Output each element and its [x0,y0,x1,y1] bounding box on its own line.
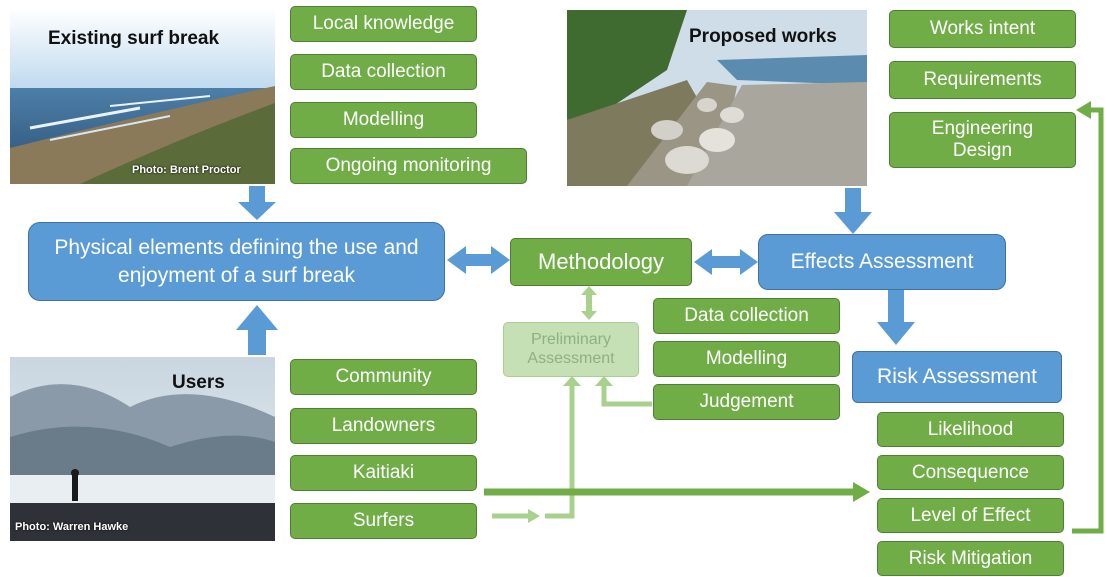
arrow-down-icon [877,290,915,345]
user-surfers: Surfers [290,503,477,539]
pale-double-arrow-icon [581,286,597,320]
photo-title: Existing surf break [48,28,220,49]
method-modelling: Modelling [653,341,840,377]
photo-title: Proposed works [689,26,837,47]
method-data-collection: Data collection [653,298,840,334]
arrow-up-icon [236,305,278,355]
arrow-down-icon [834,188,872,234]
input-modelling: Modelling [290,102,477,138]
requirements-box: Requirements [889,61,1076,99]
double-arrow-icon [447,246,510,274]
double-arrow-icon [694,249,758,275]
surfer-scene-image [10,357,275,541]
photo-credit: Photo: Brent Proctor [132,164,241,176]
method-judgement: Judgement [653,384,840,420]
user-landowners: Landowners [290,408,477,444]
engineering-design-box: Engineering Design [889,112,1076,168]
photo-credit: Photo: Warren Hawke [15,521,129,533]
photo-title: Users [172,372,225,393]
beach-scene-image [10,8,275,184]
pale-connector-arrow [601,384,652,407]
risk-level-of-effect: Level of Effect [877,498,1064,533]
input-data-collection: Data collection [290,54,477,90]
effects-assessment-box: Effects Assessment [758,234,1006,290]
risk-assessment-box: Risk Assessment [852,351,1062,403]
methodology-box: Methodology [510,238,692,286]
existing-surf-break-photo: Existing surf break Photo: Brent Proctor [10,8,275,184]
users-photo: Users Photo: Warren Hawke [10,357,275,541]
user-community: Community [290,359,477,395]
physical-elements-box: Physical elements defining the use and e… [28,222,445,301]
input-local-knowledge: Local knowledge [290,6,477,42]
green-feedback-arrow [1072,107,1104,534]
rock-revetment-image [567,10,867,186]
input-ongoing-monitoring: Ongoing monitoring [290,148,527,184]
works-intent-box: Works intent [889,10,1076,48]
user-kaitiaki: Kaitiaki [290,455,477,491]
risk-mitigation: Risk Mitigation [877,541,1064,576]
risk-consequence: Consequence [877,455,1064,490]
preliminary-assessment-box: Preliminary Assessment [503,322,639,377]
proposed-works-photo: Proposed works [567,10,867,186]
arrow-down-icon [238,186,276,220]
risk-likelihood: Likelihood [877,412,1064,447]
